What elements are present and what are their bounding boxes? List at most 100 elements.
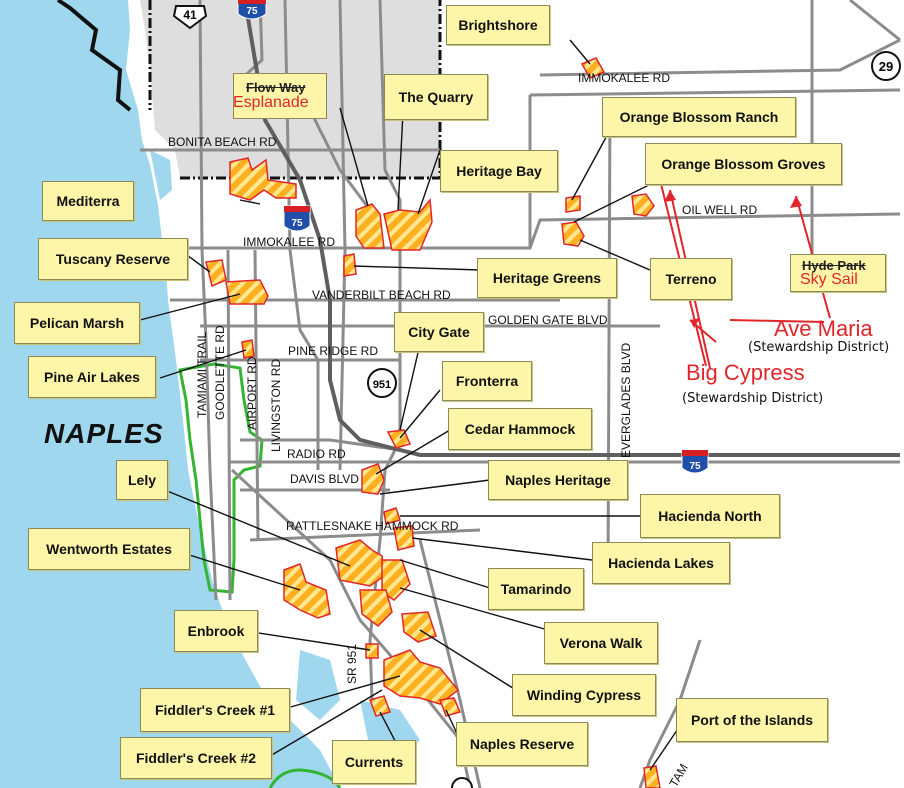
parcel-brightshore — [580, 57, 606, 79]
road-label-immokalee-north: IMMOKALEE RD — [578, 71, 670, 85]
parcel-terreno — [561, 221, 585, 247]
road-label-rattlesnake: RATTLESNAKE HAMMOCK RD — [286, 519, 459, 533]
sr29-shield: 29 — [871, 51, 901, 81]
parcel-hacienda-lakes — [393, 525, 415, 551]
callout-fiddlers-creek-2[interactable]: Fiddler's Creek #2 — [120, 737, 272, 779]
green-boundary — [178, 362, 264, 594]
callout-tuscany-reserve[interactable]: Tuscany Reserve — [38, 238, 188, 280]
callout-wentworth-estates[interactable]: Wentworth Estates — [28, 528, 190, 570]
callout-port-of-the-islands[interactable]: Port of the Islands — [676, 698, 828, 742]
hyde-park-callout[interactable] — [790, 254, 886, 292]
callout-orange-blossom-groves[interactable]: Orange Blossom Groves — [645, 143, 842, 185]
i75-shield-north: 75 — [237, 0, 267, 20]
callout-leaders — [139, 39, 685, 771]
bay-water — [150, 150, 172, 200]
callout-cedar-hammock[interactable]: Cedar Hammock — [448, 408, 592, 450]
parcel-obr — [565, 195, 581, 213]
callout-enbrook[interactable]: Enbrook — [174, 610, 258, 652]
flow-way-label: Flow Way — [246, 80, 306, 95]
road-junction-marker — [451, 777, 473, 788]
road-label-radio: RADIO RD — [287, 447, 346, 461]
callout-the-quarry[interactable]: The Quarry — [384, 74, 488, 120]
parcel-heritage-greens — [343, 253, 357, 277]
road-label-davis: DAVIS BLVD — [290, 472, 359, 486]
callout-fronterra[interactable]: Fronterra — [442, 361, 532, 401]
road-label-immokalee-west: IMMOKALEE RD — [243, 235, 335, 249]
red-arrowheads — [664, 190, 802, 328]
road-label-sr951: SR 951 — [345, 644, 359, 684]
parcel-pelican — [225, 279, 269, 305]
callout-hacienda-north[interactable]: Hacienda North — [640, 494, 780, 538]
parcel-obg — [631, 193, 655, 217]
parcel-verona — [359, 589, 393, 627]
city-label-naples: NAPLES — [44, 418, 164, 449]
flow-way-callout[interactable] — [233, 73, 327, 119]
road-label-goodlette: GOODLETTE RD — [213, 325, 227, 420]
road-label-tamiami: TAMIAMI TRAIL — [195, 331, 209, 418]
callout-brightshore[interactable]: Brightshore — [446, 5, 550, 45]
callout-fiddlers-creek-1[interactable]: Fiddler's Creek #1 — [140, 688, 290, 732]
bay-water-south — [296, 650, 340, 720]
parcel-naples-heritage — [361, 463, 385, 495]
callout-pine-air-lakes[interactable]: Pine Air Lakes — [28, 356, 156, 398]
callout-mediterra[interactable]: Mediterra — [42, 181, 134, 221]
road-label-everglades: EVERGLADES BLVD — [619, 343, 633, 458]
parcel-city-gate — [386, 429, 412, 449]
parcel-enbrook — [365, 643, 379, 659]
callout-orange-blossom-ranch[interactable]: Orange Blossom Ranch — [602, 97, 796, 137]
i75-shield-middle-number: 75 — [291, 218, 303, 229]
road-label-vanderbilt: VANDERBILT BEACH RD — [312, 288, 451, 302]
parcel-wentworth — [283, 563, 331, 619]
us41-shield: 41 — [172, 5, 208, 30]
road-label-livingston: LIVINGSTON RD — [269, 359, 283, 452]
esplanade-label: Esplanade — [233, 94, 309, 111]
road-network — [140, 0, 901, 788]
callout-city-gate[interactable]: City Gate — [394, 312, 484, 352]
sr951-shield-number: 951 — [373, 379, 391, 391]
ave-maria-subtitle: (Stewardship District) — [748, 340, 890, 355]
development-parcels — [205, 57, 661, 788]
parcel-quarry — [355, 203, 385, 249]
sr29-shield-number: 29 — [879, 59, 893, 74]
parcel-mediterra — [229, 157, 297, 201]
sr951-shield: 951 — [367, 368, 397, 398]
i75-shield-east: 75 — [681, 449, 709, 474]
callout-terreno[interactable]: Terreno — [650, 258, 732, 300]
callout-heritage-bay[interactable]: Heritage Bay — [440, 150, 558, 192]
i75-shield-east-number: 75 — [689, 461, 701, 472]
parcel-tamarindo — [381, 559, 411, 601]
road-label-oil-well: OIL WELL RD — [682, 203, 757, 217]
parcel-hacienda-n — [383, 507, 401, 525]
i75-shield-middle: 75 — [283, 205, 311, 232]
big-cypress-subtitle: (Stewardship District) — [682, 391, 824, 406]
road-label-airport: AIRPORT RD — [245, 356, 259, 430]
road-label-bonita-beach: BONITA BEACH RD — [168, 135, 277, 149]
parcel-heritage-bay — [383, 198, 433, 251]
callout-currents[interactable]: Currents — [332, 740, 416, 784]
callout-hacienda-lakes[interactable]: Hacienda Lakes — [592, 542, 730, 584]
road-label-tam: TAM — [666, 761, 690, 788]
road-label-pine-ridge: PINE RIDGE RD — [288, 344, 378, 358]
us41-shield-number: 41 — [183, 8, 197, 22]
parcel-port — [643, 765, 661, 788]
parcel-currents — [369, 695, 391, 717]
callout-lely[interactable]: Lely — [116, 460, 168, 500]
ave-maria-label: Ave Maria — [774, 316, 873, 341]
big-cypress-label: Big Cypress — [686, 360, 805, 385]
parcel-naples-reserve — [438, 697, 462, 717]
callout-verona-walk[interactable]: Verona Walk — [544, 622, 658, 664]
callout-naples-reserve[interactable]: Naples Reserve — [456, 722, 588, 766]
parcel-pine-air — [241, 339, 255, 359]
callout-tamarindo[interactable]: Tamarindo — [488, 568, 584, 610]
callout-winding-cypress[interactable]: Winding Cypress — [512, 674, 656, 716]
road-label-golden-gate: GOLDEN GATE BLVD — [488, 313, 608, 327]
callout-heritage-greens[interactable]: Heritage Greens — [477, 258, 617, 298]
i75-shield-north-number: 75 — [246, 6, 258, 17]
sky-sail-label: Sky Sail — [800, 271, 858, 288]
parcel-tuscany — [205, 259, 227, 288]
callout-naples-heritage[interactable]: Naples Heritage — [488, 460, 628, 500]
hyde-park-label: Hyde Park — [802, 258, 866, 273]
callout-pelican-marsh[interactable]: Pelican Marsh — [14, 302, 140, 344]
parcel-fiddlers — [383, 649, 460, 705]
coast-detail — [56, 0, 132, 112]
